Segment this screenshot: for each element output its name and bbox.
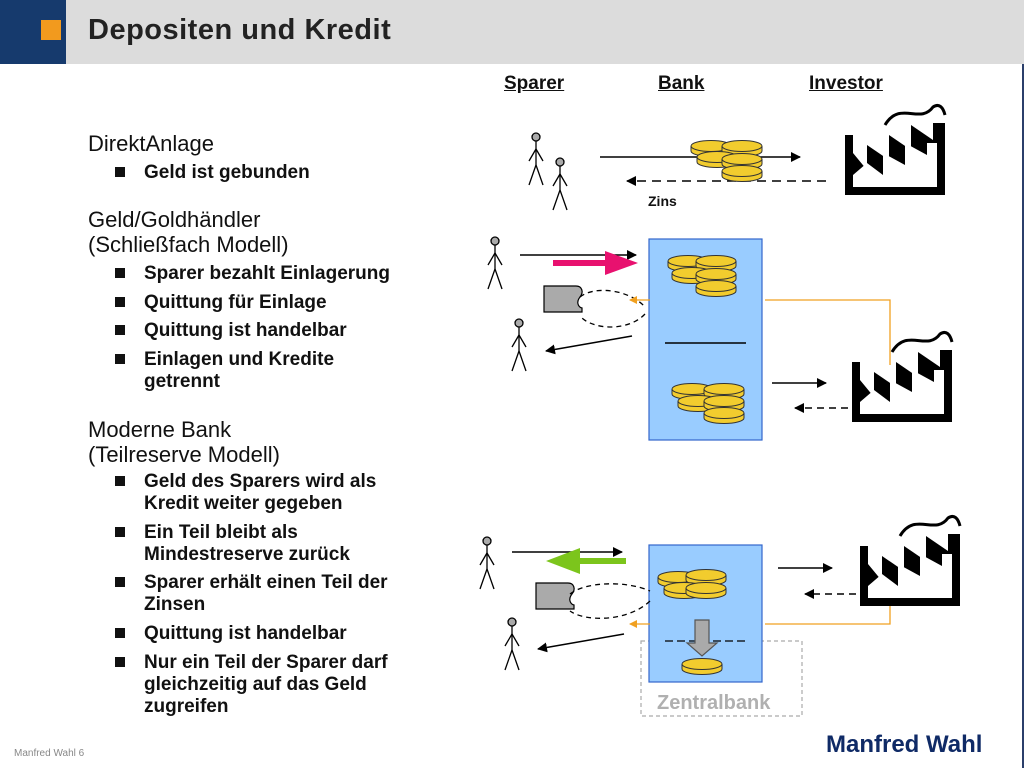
footer-author: Manfred Wahl [826,731,983,758]
zins-label: Zins [648,193,677,209]
coin-stack-icon [690,140,763,182]
bullet-text: Nur ein Teil der Sparer darf [144,652,388,673]
bullet-square-icon [115,297,125,307]
factory-investor-icon [843,103,947,197]
bullet-square-icon [115,527,125,537]
bullet-text: zugreifen [144,696,229,717]
receipt-icon [535,582,575,610]
bullet-text: Zinsen [144,594,206,615]
receipt-icon [543,285,583,313]
column-header-investor: Investor [809,73,883,94]
factory-investor-icon [858,514,962,608]
section3-heading-line2: (Teilreserve Modell) [88,442,280,467]
bullet-square-icon [115,577,125,587]
title-bar-square-icon [41,20,61,40]
bullet-square-icon [115,167,125,177]
bullet-text: Geld des Sparers wird als [144,471,377,492]
bullet-text: Geld ist gebunden [144,162,310,183]
title-bar [0,0,1024,64]
bullet-square-icon [115,354,125,364]
down-arrow-icon [685,619,719,657]
bullet-text: Sparer bezahlt Einlagerung [144,263,390,284]
column-header-sparer: Sparer [504,73,565,94]
saver-person-icon [552,157,568,211]
bullet-text: Sparer erhält einen Teil der [144,572,388,593]
factory-investor-icon [850,330,954,424]
footer-left: Manfred Wahl 6 [14,748,85,759]
bullet-text: Ein Teil bleibt als [144,522,298,543]
bullet-square-icon [115,657,125,667]
saver-person-icon [511,318,527,372]
bullet-text: Quittung ist handelbar [144,623,347,644]
bullet-text: Mindestreserve zurück [144,544,350,565]
bullet-text: Kredit weiter gegeben [144,493,343,514]
bullet-square-icon [115,325,125,335]
bullet-text: Einlagen und Kredite [144,349,335,370]
bullet-square-icon [115,628,125,638]
bullet-text: Quittung ist handelbar [144,320,347,341]
coin-stack-icon [657,569,727,599]
bullet-square-icon [115,268,125,278]
saver-person-icon [528,132,544,186]
bullet-text: getrennt [144,371,220,392]
bullet-text: Quittung für Einlage [144,292,327,313]
column-header-bank: Bank [658,73,705,94]
section1-heading: DirektAnlage [88,131,214,156]
section2-heading-line2: (Schließfach Modell) [88,232,289,257]
zentralbank-label: Zentralbank [657,692,771,714]
coin-icon [681,658,723,675]
saver-person-icon [487,236,503,290]
section3-heading: Moderne Bank [88,417,232,442]
saver-person-icon [479,536,495,590]
bullet-square-icon [115,476,125,486]
right-border [1022,64,1024,768]
section2-heading: Geld/Goldhändler [88,207,261,232]
bullet-text: gleichzeitig auf das Geld [144,674,367,695]
slide-title: Depositen und Kredit [88,14,392,46]
saver-person-icon [504,617,520,671]
